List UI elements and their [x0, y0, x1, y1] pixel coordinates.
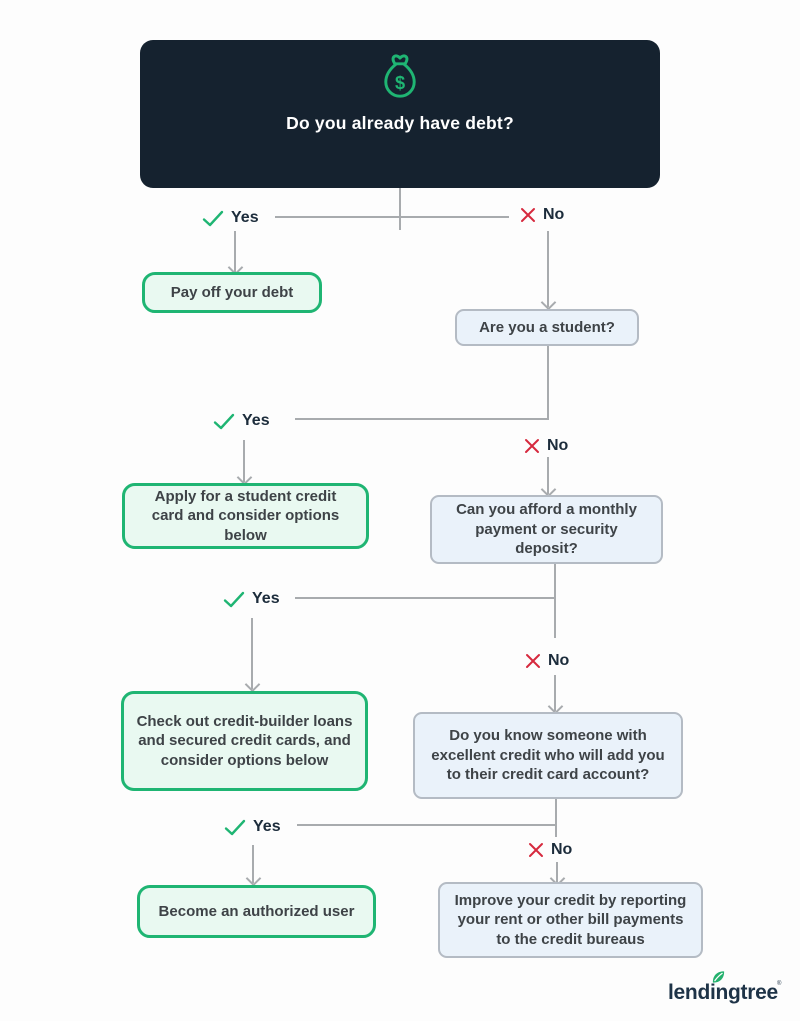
yes-text: Yes — [252, 590, 280, 607]
question-are-you-student: Are you a student? — [455, 309, 639, 346]
yes-label-2: Yes — [213, 409, 270, 433]
arrow-down — [547, 231, 549, 307]
arrow-down — [556, 862, 558, 883]
result-apply-student-card: Apply for a student credit card and cons… — [122, 483, 369, 549]
yes-text: Yes — [253, 818, 281, 835]
leaf-icon — [712, 971, 725, 983]
connector-line — [554, 599, 556, 638]
checkmark-icon — [202, 210, 224, 226]
no-text: No — [543, 206, 565, 223]
question-afford-payment: Can you afford a monthly payment or secu… — [430, 495, 663, 564]
result-pay-off-debt: Pay off your debt — [142, 272, 322, 313]
money-bag-icon: $ — [384, 54, 416, 98]
x-icon — [521, 208, 535, 222]
x-icon — [529, 843, 543, 857]
root-question-box: $ Do you already have debt? — [140, 40, 660, 188]
connector-line — [547, 346, 549, 419]
no-label-1: No — [520, 203, 564, 227]
result-improve-credit: Improve your credit by reporting your re… — [438, 882, 703, 958]
checkmark-icon — [213, 413, 235, 429]
result-authorized-user: Become an authorized user — [137, 885, 376, 938]
x-icon — [525, 439, 539, 453]
arrow-down — [547, 457, 549, 494]
lendingtree-logo: lendingtree ® — [664, 969, 794, 1011]
arrow-down — [554, 675, 556, 711]
logo-text: lendingtree — [668, 981, 778, 1004]
root-question: Do you already have debt? — [286, 113, 514, 133]
yes-label-4: Yes — [224, 815, 281, 839]
connector-line — [399, 188, 401, 230]
arrow-down — [234, 231, 236, 272]
no-label-3: No — [525, 649, 569, 673]
no-text: No — [551, 841, 573, 858]
connector-line — [555, 799, 557, 837]
no-text: No — [547, 437, 569, 454]
x-icon — [526, 654, 540, 668]
connector-line — [275, 216, 509, 218]
yes-label-3: Yes — [223, 587, 280, 611]
checkmark-icon — [223, 591, 245, 607]
svg-text:$: $ — [395, 73, 405, 93]
no-label-2: No — [524, 434, 568, 458]
connector-line — [295, 418, 549, 420]
question-know-someone: Do you know someone with excellent credi… — [413, 712, 683, 799]
arrow-down — [243, 440, 245, 482]
no-text: No — [548, 652, 570, 669]
yes-text: Yes — [242, 412, 270, 429]
connector-line — [295, 597, 556, 599]
no-label-4: No — [528, 838, 572, 862]
yes-text: Yes — [231, 209, 259, 226]
connector-line — [554, 564, 556, 599]
checkmark-icon — [224, 819, 246, 835]
registered-mark: ® — [777, 981, 782, 987]
result-credit-builder: Check out credit-builder loans and secur… — [121, 691, 368, 791]
yes-label-1: Yes — [202, 206, 259, 230]
connector-line — [297, 824, 557, 826]
arrow-down — [252, 845, 254, 883]
arrow-down — [251, 618, 253, 689]
